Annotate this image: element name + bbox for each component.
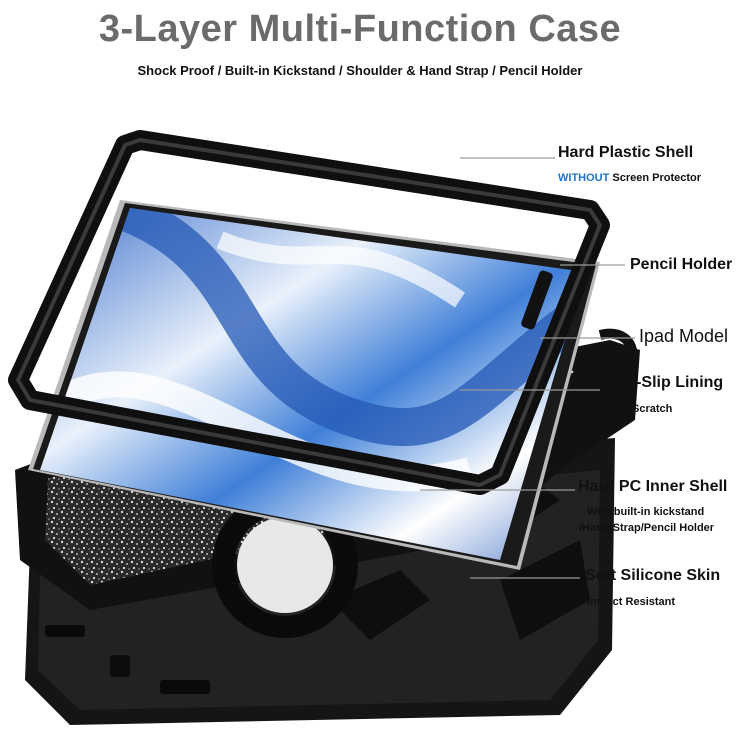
inner-shell-note-1: With built-in kickstand [587, 506, 705, 518]
pencil-holder-label: Pencil Holder [630, 256, 733, 273]
without-highlight: WITHOUT [558, 172, 610, 184]
page-title: 3-Layer Multi-Function Case [98, 8, 622, 50]
hard-shell-layer [8, 130, 610, 495]
ipad-model-label: Ipad Model [639, 326, 729, 346]
page-subtitle: Shock Proof / Built-in Kickstand / Shoul… [137, 63, 583, 78]
hard-shell-label: Hard Plastic Shell [558, 144, 694, 161]
silicone-skin-label: Soft Silicone Skin [585, 567, 721, 584]
screen-protector-text: Screen Protector [609, 172, 702, 184]
silicone-skin-note: Impact Resistant [587, 596, 676, 608]
non-slip-note: Anti-Scratch [607, 403, 673, 415]
non-slip-lining-label: Non-Slip Lining [605, 374, 724, 391]
hard-shell-note: WITHOUT Screen Protector [558, 172, 701, 184]
inner-shell-note-2: /Hand Strap/Pencil Holder [579, 522, 715, 534]
inner-shell-label: Hard PC Inner Shell [578, 478, 728, 495]
leader-lines [420, 157, 635, 579]
